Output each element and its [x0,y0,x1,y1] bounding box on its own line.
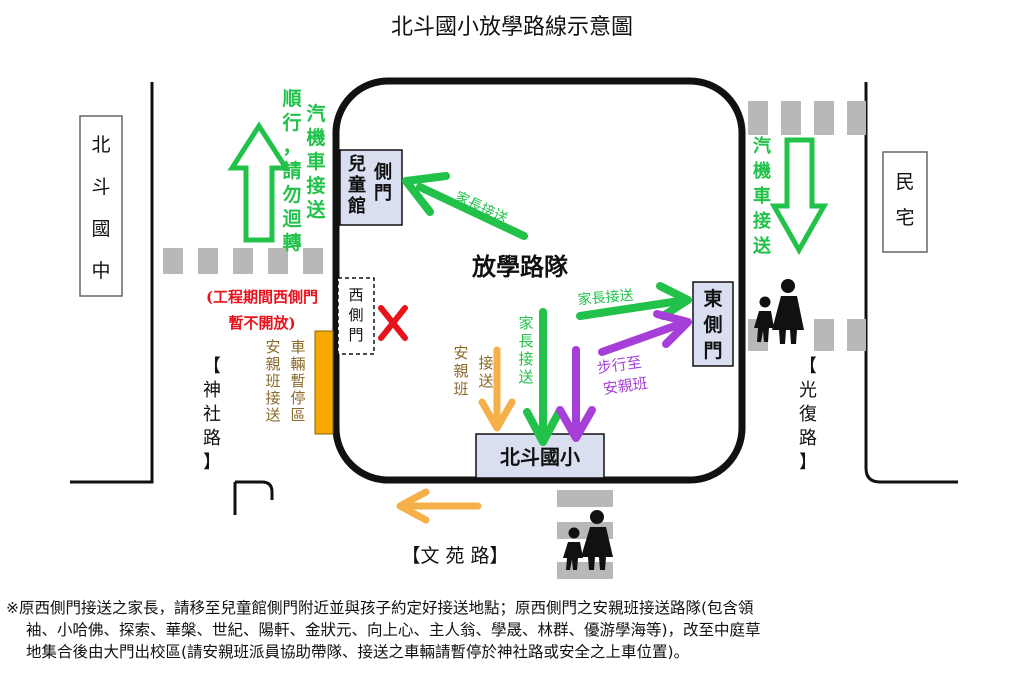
north-middle-school-label: 北斗國中 [91,134,110,282]
walk-to-afterschool-arrow [598,310,692,356]
footnote-line-2: 袖、小哈佛、探索、華槃、世紀、陽軒、金狀元、向上心、主人翁、學晟、林群、優游學海… [26,621,761,639]
construction-note-2: 暫不開放) [228,314,295,332]
parent-pickup-east-arrow [576,282,692,320]
closed-cross-icon [378,305,408,341]
scooter-left-label-2: 順行，請勿迴轉 [281,88,302,254]
scooter-left-label-1: 汽機車接送 [306,102,326,221]
diagram-title: 北斗國小放學路線示意圖 [391,15,633,40]
footnote-line-1: ※原西側門接送之家長，請移至兒童館側門附近並與孩子約定好接送地點；原西側門之安親… [6,599,754,617]
school-name-label: 北斗國小 [500,445,580,469]
queue-label: 放學路隊 [471,252,569,281]
walk-to-afterschool-label-2: 安親班 [602,374,649,398]
shrine-road-label: 【神社路】 [203,356,221,473]
east-gate [692,281,734,367]
childrens-hall-gate-label-2: 側門 [373,161,392,204]
pedestrians-east-icon [754,279,804,344]
parent-pickup-down-arrow [523,308,563,446]
parent-pickup-hall-arrow [402,172,528,240]
west-gate [337,277,375,355]
road-lines [70,82,958,515]
west-gate-label: 西側門 [348,286,363,344]
construction-note-1: (工程期間西側門 [206,288,318,306]
scooter-right-label: 汽機車接送 [752,135,772,257]
residence-box [882,151,928,253]
crosswalk-left [163,248,323,274]
parking-zone-label: 車輛暫停區 [290,338,305,424]
east-gate-label: 東側門 [702,287,722,362]
north-middle-school-box [79,115,123,297]
afterschool-arrow-label: 安親班 [453,344,468,398]
guangfu-road-label: 【光復路】 [799,356,817,473]
afterschool-pickup-label: 安親班接送 [265,338,280,424]
parent-pickup-vertical-label: 家長接送 [518,314,533,386]
parent-pickup-east-label: 家長接送 [577,287,634,309]
afterschool-down-arrow [478,346,516,432]
scooter-right-down-arrow [769,137,829,256]
childrens-hall-gate [339,149,403,226]
crosswalk-right-top [748,101,866,135]
exit-left-arrow [396,488,482,524]
walk-to-afterschool-label-1: 步行至 [596,353,643,377]
scooter-left-up-arrow [227,121,291,243]
walk-down-arrow [556,346,596,442]
footnote: ※原西側門接送之家長，請移至兒童館側門附近並與孩子約定好接送地點；原西側門之安親… [6,597,1018,663]
wenyuan-road-label: 【文 苑 路】 [401,545,508,567]
residence-label: 民宅 [895,171,914,229]
afterschool-arrow-label-2: 接送 [478,354,493,390]
footnote-line-3: 地集合後由大門出校區(請安親班派員協助帶隊、接送之車輛請暫停於神社路或安全之上車… [26,643,690,661]
school-boundary [332,77,746,484]
pedestrians-south-icon [563,510,613,570]
parking-zone [314,330,334,435]
childrens-hall-gate-label: 兒童館 [348,154,366,217]
